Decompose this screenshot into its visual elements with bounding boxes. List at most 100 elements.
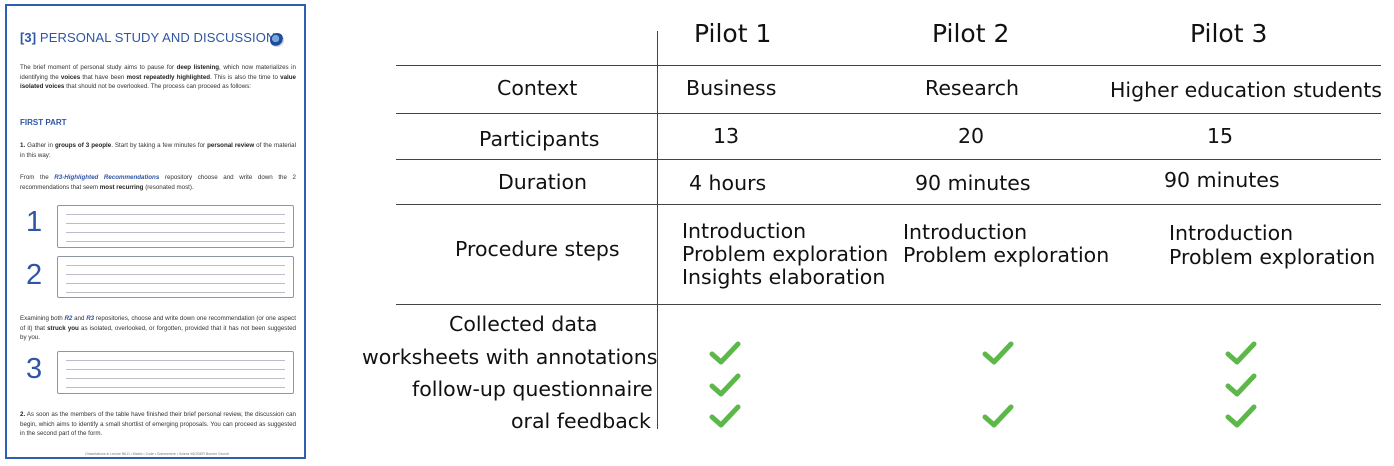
checkmark-icon xyxy=(1225,341,1257,365)
procedure-pilot1-step2: Problem exploration xyxy=(682,242,889,266)
writing-line xyxy=(66,292,285,293)
box-number-1: 1 xyxy=(26,206,43,238)
cell-participants-pilot2: 20 xyxy=(958,124,985,148)
table-row-divider xyxy=(396,65,1381,66)
intro-text: The brief moment of personal study aims … xyxy=(20,64,177,71)
checkmark-icon xyxy=(1225,373,1257,397)
intro-bold: deep listening xyxy=(176,64,220,71)
detail-text: repository choose and write down the 2 r… xyxy=(20,174,296,191)
table-row-divider xyxy=(396,113,1381,114)
checkmark-icon xyxy=(1225,404,1257,428)
step-bold: groups of 3 people xyxy=(54,142,112,149)
step2-paragraph: 2. As soon as the members of the table h… xyxy=(20,410,296,439)
detail-text: and xyxy=(72,315,87,322)
intro-text: that should not be overlooked. The proce… xyxy=(64,83,252,91)
column-header-pilot3: Pilot 3 xyxy=(1190,19,1268,48)
column-header-pilot1: Pilot 1 xyxy=(694,19,772,48)
detail-text: repositories, choose and write down one … xyxy=(20,315,296,332)
intro-bold: voices xyxy=(60,73,81,81)
repository-name: R2 xyxy=(64,315,73,322)
writing-line xyxy=(66,274,285,275)
cell-duration-pilot2: 90 minutes xyxy=(915,171,1031,195)
intro-bold: value isolated voices xyxy=(20,73,296,91)
row-label-procedure: Procedure steps xyxy=(455,237,620,261)
row-label-participants: Participants xyxy=(479,127,600,151)
intro-bold: most repeatedly highlighted xyxy=(126,73,211,81)
logo-icon xyxy=(270,33,284,47)
collected-data-heading: Collected data xyxy=(449,312,598,336)
detail-text: as isolated, overlooked, or forgotten, p… xyxy=(20,324,296,342)
answer-box-2[interactable] xyxy=(57,256,294,298)
procedure-pilot2-step2: Problem exploration xyxy=(903,243,1110,267)
step-text: of the material in this way: xyxy=(20,142,296,159)
detail-text: (resonated most). xyxy=(143,183,194,191)
cell-participants-pilot1: 13 xyxy=(713,124,740,148)
writing-line xyxy=(66,265,285,266)
cell-context-pilot2: Research xyxy=(925,76,1020,100)
column-header-pilot2: Pilot 2 xyxy=(932,19,1010,48)
table-vertical-divider xyxy=(657,31,658,429)
step-text: . Start by taking a few minutes for xyxy=(111,142,208,149)
collected-item-questionnaire: follow-up questionnaire xyxy=(412,377,653,401)
row-label-context: Context xyxy=(497,76,578,100)
checkmark-icon xyxy=(982,404,1014,428)
repository-name: R3-Highlighted Recommendations xyxy=(54,174,160,181)
writing-line xyxy=(66,241,285,242)
box-number-3: 3 xyxy=(26,353,43,385)
procedure-pilot3-step2: Problem exploration xyxy=(1169,245,1376,269)
row-label-duration: Duration xyxy=(498,170,588,194)
box-number-2: 2 xyxy=(26,259,43,291)
table-row-divider xyxy=(396,304,1381,305)
writing-line xyxy=(66,232,285,233)
writing-line xyxy=(66,223,285,224)
writing-line xyxy=(66,360,285,361)
procedure-pilot3-step1: Introduction xyxy=(1169,221,1294,245)
collected-item-worksheets: worksheets with annotations xyxy=(362,345,658,369)
detail-text: Examining both xyxy=(20,315,65,322)
worksheet-title: [3] PERSONAL STUDY AND DISCUSSION xyxy=(20,30,275,45)
intro-text: that have been xyxy=(80,73,127,81)
procedure-pilot1-step1: Introduction xyxy=(682,219,807,243)
answer-box-1[interactable] xyxy=(57,205,294,248)
cell-context-pilot1: Business xyxy=(686,76,777,100)
intro-paragraph: The brief moment of personal study aims … xyxy=(20,63,296,92)
table-row-divider xyxy=(396,204,1381,205)
step1-paragraph: 1. Gather in groups of 3 people. Start b… xyxy=(20,141,296,160)
procedure-pilot1-step3: Insights elaboration xyxy=(682,265,886,289)
writing-line xyxy=(66,214,285,215)
detail-text: From the xyxy=(20,174,55,181)
writing-line xyxy=(66,369,285,370)
collected-item-oral-feedback: oral feedback xyxy=(511,409,651,433)
step-text: As soon as the members of the table have… xyxy=(20,411,296,438)
worksheet-title-text: PERSONAL STUDY AND DISCUSSION xyxy=(39,30,276,45)
writing-line xyxy=(66,387,285,388)
procedure-pilot2-step1: Introduction xyxy=(903,220,1028,244)
intro-text: , which now materializes in identifying … xyxy=(20,64,296,81)
table-row-divider xyxy=(396,159,1381,160)
writing-line xyxy=(66,283,285,284)
writing-line xyxy=(66,378,285,379)
worksheet-page: [3] PERSONAL STUDY AND DISCUSSION The br… xyxy=(5,4,306,459)
cell-context-pilot3: Higher education students xyxy=(1110,78,1382,102)
step-number: 2. xyxy=(20,411,26,418)
detail-bold: most recurring xyxy=(99,183,144,191)
step-text: Gather in xyxy=(25,142,55,149)
step1-detail-paragraph: From the R3-Highlighted Recommendations … xyxy=(20,173,296,192)
repository-name: R3 xyxy=(86,315,95,322)
checkmark-icon xyxy=(709,341,741,365)
step2-detail-paragraph: Examining both R2 and R3 repositories, c… xyxy=(20,314,296,343)
first-part-heading: FIRST PART xyxy=(20,118,67,127)
step-number: 1. xyxy=(20,142,26,149)
worksheet-title-number: [3] xyxy=(20,30,37,45)
cell-duration-pilot1: 4 hours xyxy=(689,171,767,195)
cell-duration-pilot3: 90 minutes xyxy=(1164,168,1280,192)
checkmark-icon xyxy=(709,373,741,397)
detail-bold: struck you xyxy=(47,324,79,332)
answer-box-3[interactable] xyxy=(57,351,294,394)
step-bold: personal review xyxy=(207,142,255,149)
checkmark-icon xyxy=(709,404,741,428)
intro-text: . This is also the time to xyxy=(210,73,281,81)
checkmark-icon xyxy=(982,341,1014,365)
cell-participants-pilot3: 15 xyxy=(1207,124,1234,148)
worksheet-footer: Dissertations in Lerche BILD • Matrix • … xyxy=(85,452,229,456)
